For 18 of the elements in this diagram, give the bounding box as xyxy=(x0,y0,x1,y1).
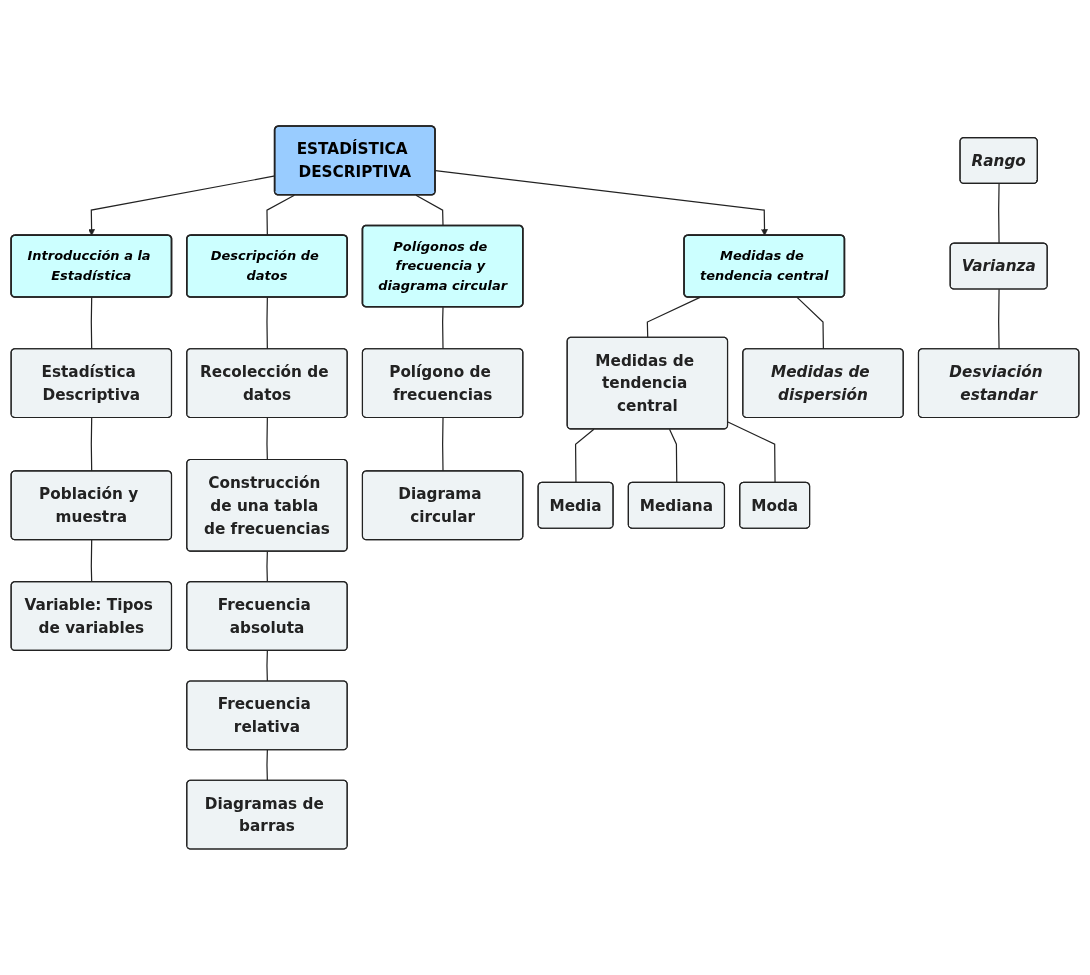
connector xyxy=(266,296,268,350)
connector xyxy=(998,183,1000,245)
connector xyxy=(442,306,444,350)
connector xyxy=(266,550,268,583)
connector xyxy=(90,296,93,350)
connector xyxy=(90,539,93,583)
connector xyxy=(415,194,444,227)
connector xyxy=(442,417,444,472)
connector xyxy=(90,417,93,472)
connector xyxy=(266,749,268,782)
connector xyxy=(574,428,595,484)
connector xyxy=(668,428,678,484)
connector xyxy=(266,417,268,461)
connector xyxy=(998,288,1000,350)
connector xyxy=(266,650,268,682)
connector xyxy=(727,421,776,484)
connector xyxy=(646,296,701,339)
connector xyxy=(796,296,824,350)
